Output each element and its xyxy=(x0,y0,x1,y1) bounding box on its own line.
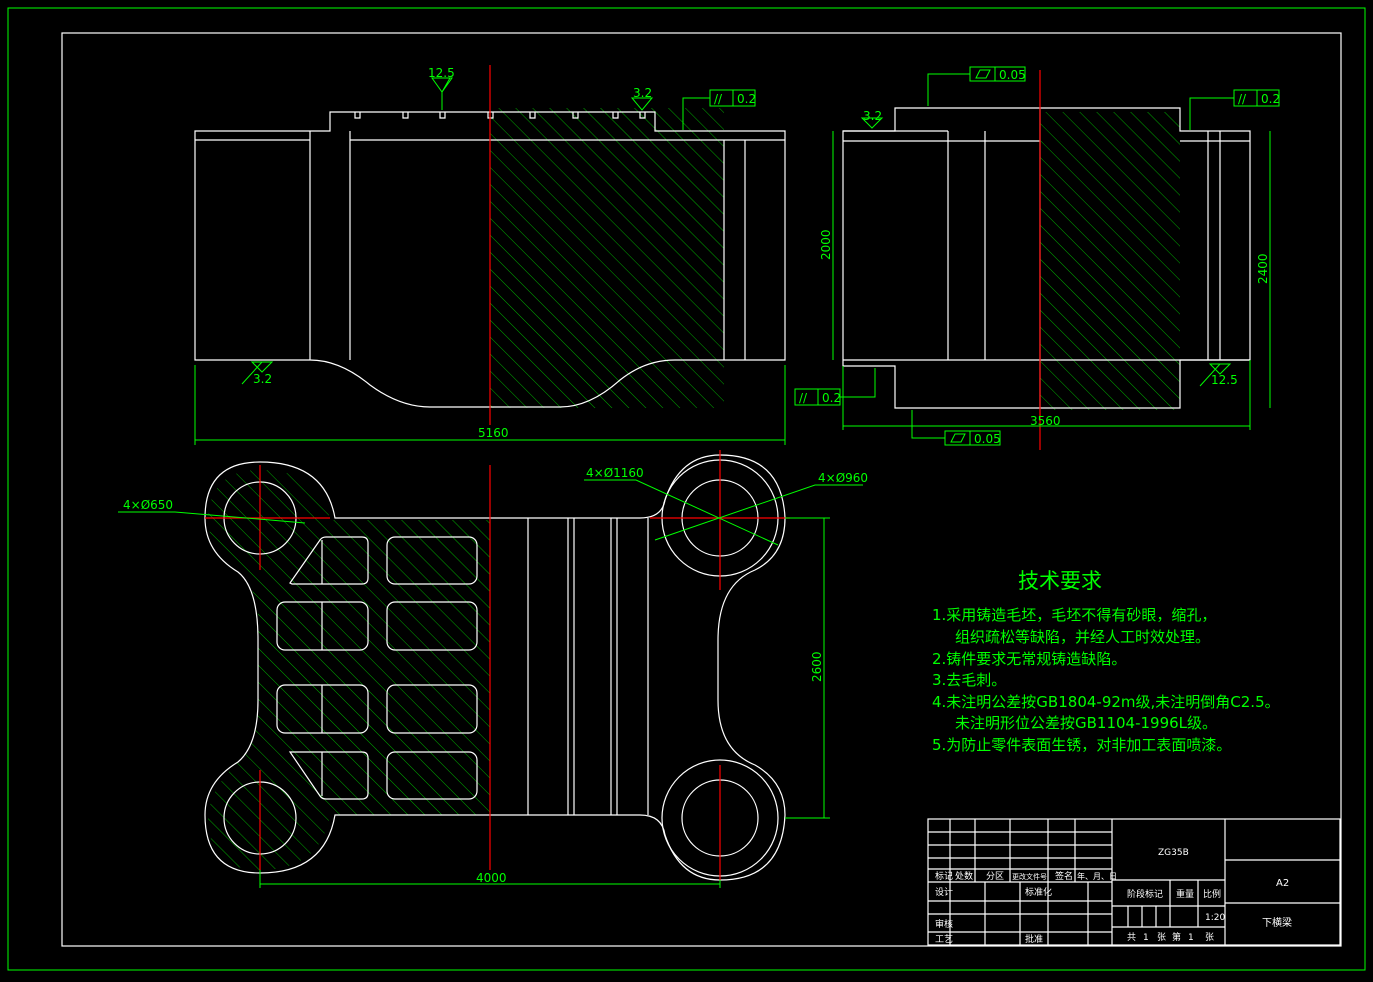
tech-requirement-item: 5.为防止零件表面生锈，对非加工表面喷漆。 xyxy=(932,736,1232,754)
tech-requirement-item: 未注明形位公差按GB1104-1996L级。 xyxy=(955,714,1218,732)
tb-total: 共 xyxy=(1127,932,1136,943)
label-hole-mid: 4×Ø960 xyxy=(818,471,868,485)
tb-total-count: 1 xyxy=(1143,933,1149,943)
tol-side-parallel-top: 0.2 xyxy=(1261,92,1280,106)
roughness-front-bottom: 3.2 xyxy=(253,372,272,386)
front-dimensions: 5160 12.5 3.2 // 0.2 3.2 xyxy=(194,66,786,445)
roughness-side-left: 3.2 xyxy=(863,109,882,123)
plan-dimensions: 4000 2600 4×Ø650 4×Ø1160 4×Ø960 xyxy=(118,466,868,888)
tb-design: 设计 xyxy=(935,886,953,898)
tech-requirement-item: 1.采用铸造毛坯，毛坯不得有砂眼，缩孔， xyxy=(932,606,1217,624)
dim-side-height-right: 2400 xyxy=(1256,253,1270,284)
tb-part-name: 下横梁 xyxy=(1262,916,1292,929)
tech-requirement-item: 组织疏松等缺陷，并经人工时效处理。 xyxy=(955,628,1211,646)
tb-approve: 批准 xyxy=(1025,933,1043,945)
tb-paper-size: A2 xyxy=(1276,878,1289,889)
tech-requirement-item: 4.未注明公差按GB1804-92m级,未注明倒角C2.5。 xyxy=(932,693,1280,711)
tol-side-flat-bottom: 0.05 xyxy=(974,432,1001,446)
roughness-side-right: 12.5 xyxy=(1211,373,1238,387)
dim-side-height-left: 2000 xyxy=(819,229,833,260)
title-block: 标记 处数 分区 更改文件号 签名 年、月、日 设计 标准化 审核 工艺 批准 … xyxy=(927,818,1341,946)
tb-header-zone: 分区 xyxy=(986,871,1004,882)
label-hole-small: 4×Ø650 xyxy=(123,498,173,512)
tb-header-sign: 签名 xyxy=(1055,870,1073,882)
svg-text://: // xyxy=(714,92,723,106)
tb-weight: 重量 xyxy=(1176,888,1194,900)
tech-requirement-item: 2.铸件要求无常规铸造缺陷。 xyxy=(932,650,1127,668)
svg-text://: // xyxy=(799,391,808,405)
tb-sheets-2: 张 xyxy=(1205,932,1214,943)
tb-material: ZG35B xyxy=(1158,848,1189,858)
side-view xyxy=(842,70,1251,450)
dim-side-width: 3560 xyxy=(1030,414,1061,428)
tb-sheet-no: 第 xyxy=(1172,931,1181,943)
side-dimensions: 2000 2400 3560 0.05 // 0.2 3.2 // 0.2 0.… xyxy=(794,66,1280,446)
tech-requirement-item: 3.去毛刺。 xyxy=(932,671,1007,689)
tb-scale: 1:20 xyxy=(1205,913,1225,923)
tb-sheets: 张 xyxy=(1157,932,1166,943)
dim-front-width: 5160 xyxy=(478,426,509,440)
tol-side-parallel-bottom: 0.2 xyxy=(822,391,841,405)
front-view xyxy=(194,65,786,425)
svg-text://: // xyxy=(1238,92,1247,106)
tb-header-count: 处数 xyxy=(955,870,973,882)
tb-process: 工艺 xyxy=(935,934,953,945)
outer-frame xyxy=(7,7,1366,971)
tb-ratio: 比例 xyxy=(1203,888,1221,900)
tb-header-mark: 标记 xyxy=(935,870,953,882)
tech-requirements-title: 技术要求 xyxy=(1018,569,1102,593)
tb-stage-mark: 阶段标记 xyxy=(1127,888,1163,900)
tb-header-date: 年、月、日 xyxy=(1077,871,1117,881)
tol-side-flat-top: 0.05 xyxy=(999,68,1026,82)
tb-header-doc: 更改文件号 xyxy=(1012,872,1047,881)
roughness-front-top: 12.5 xyxy=(428,66,455,80)
tb-standardize: 标准化 xyxy=(1025,886,1052,898)
label-hole-large: 4×Ø1160 xyxy=(586,466,644,480)
plan-view xyxy=(204,450,790,881)
roughness-front-right: 3.2 xyxy=(633,86,652,100)
tol-front-parallel: 0.2 xyxy=(737,92,756,106)
dim-plan-height: 2600 xyxy=(810,651,824,682)
tb-review: 审核 xyxy=(935,918,953,930)
inner-frame xyxy=(61,32,1342,947)
dim-plan-width: 4000 xyxy=(476,871,507,885)
tb-sheet-count: 1 xyxy=(1188,933,1194,943)
